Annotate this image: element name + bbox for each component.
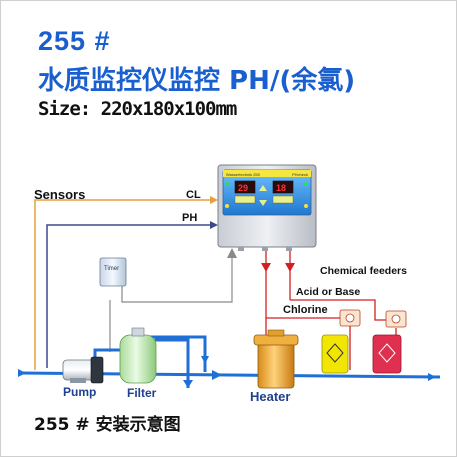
- diagram-caption: 255 # 安装示意图: [34, 415, 181, 435]
- sensor-lines: [34, 196, 218, 370]
- sensors-label: Sensors: [34, 187, 85, 202]
- timer-icon: Timer: [99, 257, 127, 287]
- acid-base-feeder: [372, 310, 407, 374]
- pump-icon: [62, 356, 104, 384]
- timer-arrowhead: [227, 248, 237, 258]
- heater-icon: [253, 329, 299, 389]
- timer-signal-line: [109, 248, 237, 352]
- controller-model-label: PHcheck: [292, 172, 308, 177]
- display-right-value: 18: [276, 183, 286, 193]
- down-arrow-icon: [259, 200, 267, 206]
- heater-label: Heater: [250, 389, 290, 404]
- product-title: 水质监控仪监控 PH/(余氯): [38, 66, 356, 96]
- timer-label: Timer: [104, 266, 119, 272]
- ph-sensor-line: [46, 224, 212, 368]
- filter-icon: [119, 327, 157, 384]
- chlorine-label: Chlorine: [283, 304, 328, 316]
- display-left-value: 29: [238, 183, 248, 193]
- controller-brand-label: Wassertechnik 255: [226, 172, 261, 177]
- cl-label: CL: [186, 189, 201, 201]
- chlorine-feeder: [321, 309, 361, 374]
- size-spec: Size: 220x180x100mm: [38, 98, 237, 120]
- pump-label: Pump: [63, 385, 96, 399]
- cl-arrowhead: [210, 196, 218, 204]
- ph-arrowhead: [210, 221, 218, 229]
- cl-sensor-line: [34, 199, 212, 370]
- acid-or-base-label: Acid or Base: [296, 286, 360, 298]
- chemical-feeders-label: Chemical feeders: [320, 265, 407, 277]
- up-arrow-icon: [259, 185, 267, 191]
- filter-label: Filter: [127, 386, 157, 400]
- ph-label: PH: [182, 212, 197, 224]
- model-number-title: 255 #: [38, 26, 111, 56]
- controller-unit: Wassertechnik 255 PHcheck 29 18: [217, 164, 317, 251]
